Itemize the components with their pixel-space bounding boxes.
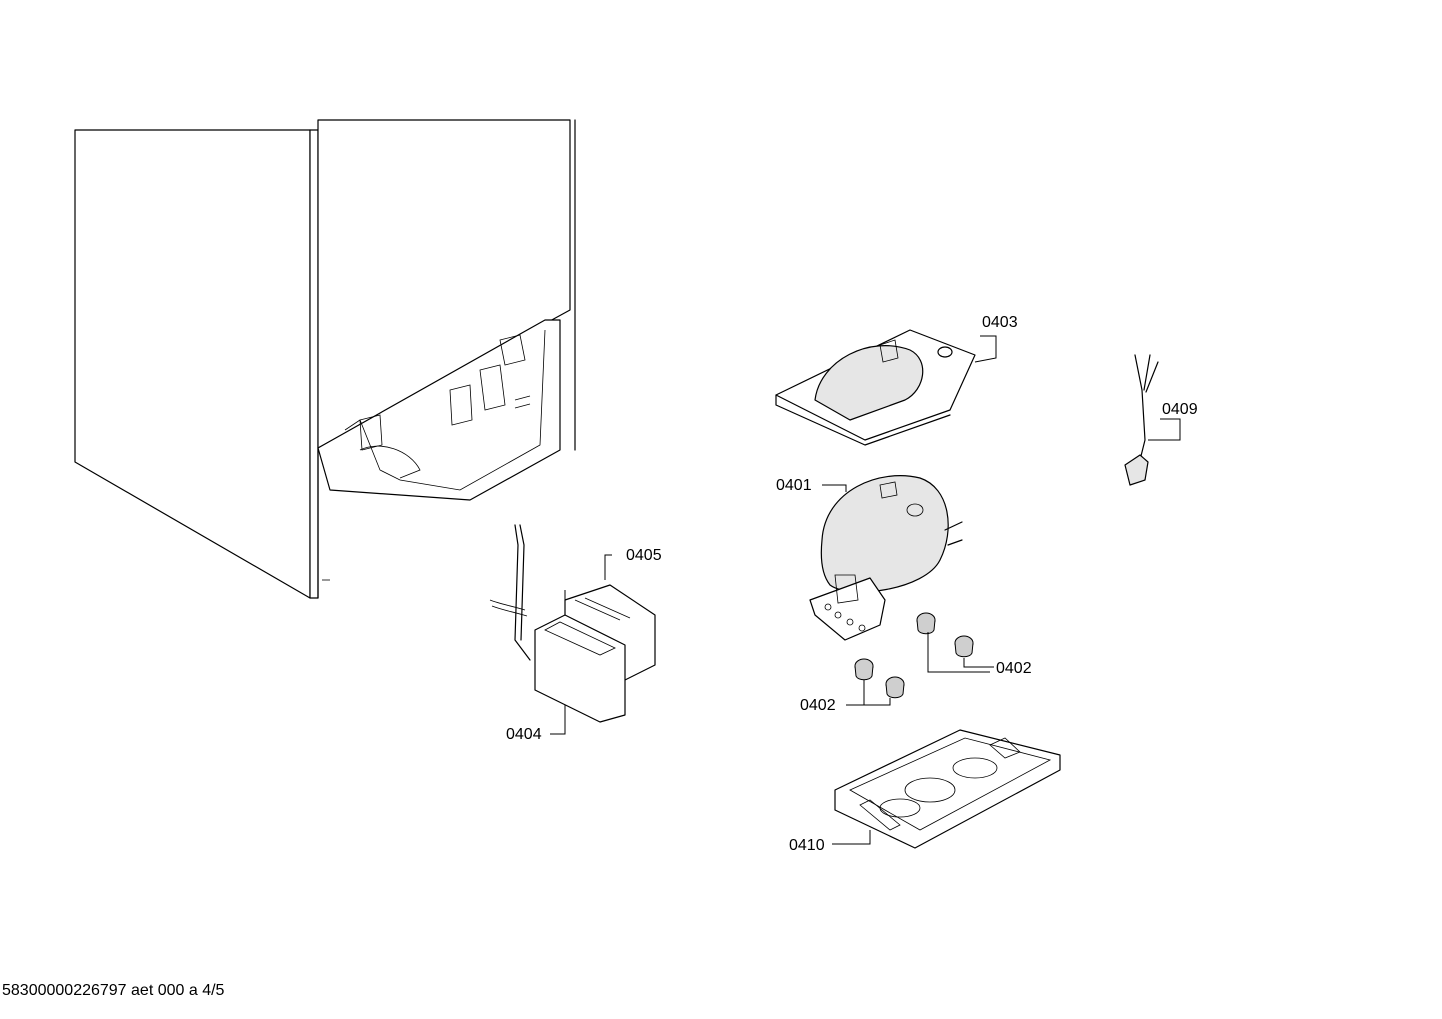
relay-assembly <box>489 524 656 723</box>
label-0403: 0403 <box>982 314 1018 331</box>
label-0401: 0401 <box>776 477 812 494</box>
label-0409: 0409 <box>1162 401 1198 418</box>
compressor <box>809 475 963 641</box>
label-0402-right: 0402 <box>996 660 1032 677</box>
leader-lines <box>550 335 1181 845</box>
compressor-cover <box>775 329 976 446</box>
rubber-grommets <box>854 612 974 699</box>
fridge-cabinet <box>74 119 576 599</box>
label-0410: 0410 <box>789 837 825 854</box>
label-0404: 0404 <box>506 726 542 743</box>
power-cable <box>1124 354 1159 486</box>
label-0402-left: 0402 <box>800 697 836 714</box>
document-id-footer: 58300000226797 aet 000 a 4/5 <box>2 982 225 999</box>
compressor-base-plate <box>834 729 1061 849</box>
label-0405: 0405 <box>626 547 662 564</box>
